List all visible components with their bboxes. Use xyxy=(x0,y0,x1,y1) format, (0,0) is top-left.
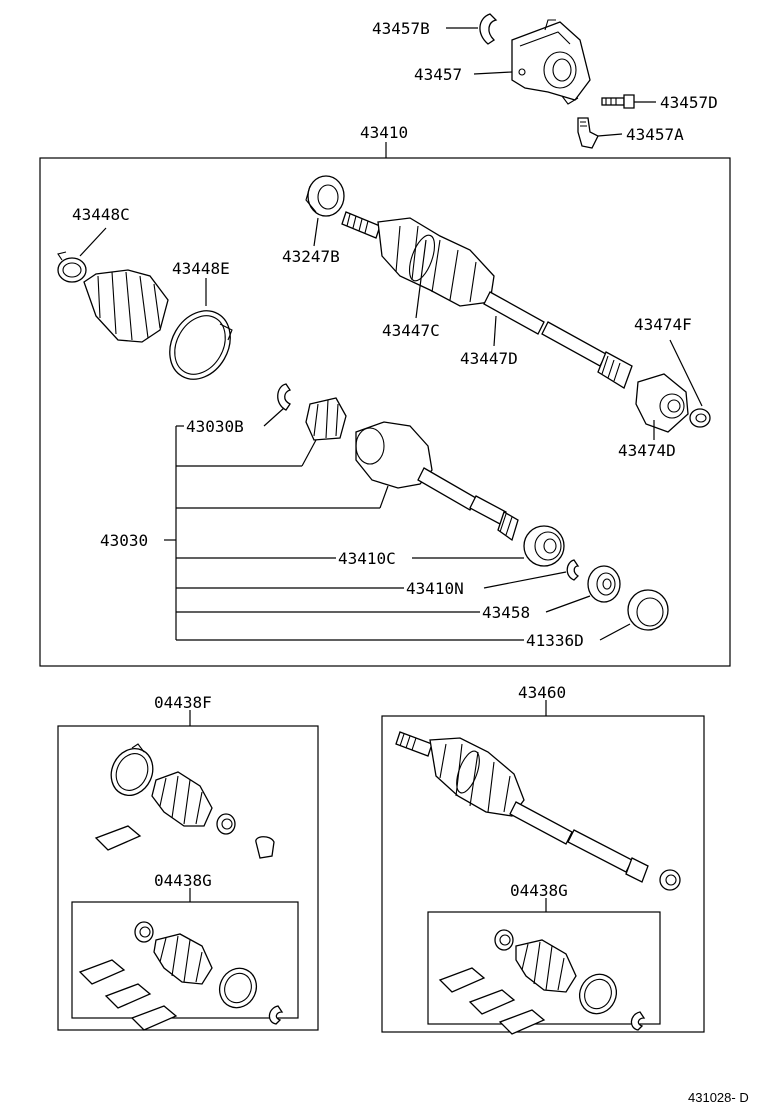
bolt-43457a xyxy=(577,117,599,149)
seal-43458 xyxy=(587,565,621,603)
label-43447c: 43447C xyxy=(382,321,440,340)
boot-clamp-43448c xyxy=(57,251,87,283)
label-41336d: 41336D xyxy=(526,631,584,650)
dust-deflector-41336d xyxy=(627,589,669,631)
label-43457: 43457 xyxy=(414,65,462,84)
boot-band-43448e xyxy=(169,310,233,380)
dust-cover-43474d xyxy=(635,373,689,433)
label-43447d: 43447D xyxy=(460,349,518,368)
label-43458: 43458 xyxy=(482,603,530,622)
label-43448e: 43448E xyxy=(172,259,230,278)
label-43030: 43030 xyxy=(100,531,148,550)
label-43474f: 43474F xyxy=(634,315,692,334)
boot-kit-04438g-left-parts xyxy=(78,921,284,1031)
boot-kit-04438g-right-parts xyxy=(438,929,646,1035)
label-43448c: 43448C xyxy=(72,205,130,224)
snap-ring-43030b xyxy=(277,383,292,411)
label-04438g-left: 04438G xyxy=(154,871,212,890)
outboard-joint-shaft xyxy=(341,211,633,389)
label-04438f: 04438F xyxy=(154,693,212,712)
label-43457a: 43457A xyxy=(626,125,684,144)
diagram-caption: 431028- D xyxy=(688,1090,749,1105)
label-43410n: 43410N xyxy=(406,579,464,598)
boot-kit-box-04438g-right xyxy=(427,911,661,1025)
bearing-43410c xyxy=(523,525,565,567)
label-43460: 43460 xyxy=(518,683,566,702)
assembly-box-43410 xyxy=(39,157,731,667)
label-04438g-right: 04438G xyxy=(510,881,568,900)
label-43410: 43410 xyxy=(360,123,408,142)
label-43030b: 43030B xyxy=(186,417,244,436)
snap-ring-43410n xyxy=(566,559,580,581)
inboard-joint-shaft-group xyxy=(164,383,669,641)
clamp-43474f xyxy=(689,408,711,428)
boot-kit-box-04438g-left xyxy=(71,901,299,1019)
bearing-bracket-group xyxy=(446,13,656,149)
label-43457d: 43457D xyxy=(660,93,718,112)
inboard-joint-shaft xyxy=(355,421,519,542)
outboard-joint-shaft-group xyxy=(305,175,633,389)
bolt-43457d xyxy=(601,94,635,109)
dust-cover-group xyxy=(635,339,711,440)
label-43474d: 43474D xyxy=(618,441,676,460)
assembly-43460-parts xyxy=(395,731,681,891)
label-43457b: 43457B xyxy=(372,19,430,38)
boot-kit-box-04438f xyxy=(57,725,319,1031)
assembly-box-43460 xyxy=(381,715,705,1033)
seal-43247b xyxy=(305,175,345,217)
outboard-boot-group xyxy=(57,227,233,380)
boot-kit-04438f-parts xyxy=(94,743,275,859)
label-43410c: 43410C xyxy=(338,549,396,568)
clip-43457b xyxy=(479,13,498,45)
boot-43448 xyxy=(83,269,169,343)
label-43247b: 43247B xyxy=(282,247,340,266)
bracket-43457 xyxy=(511,19,591,105)
inner-race-43030 xyxy=(305,397,347,441)
